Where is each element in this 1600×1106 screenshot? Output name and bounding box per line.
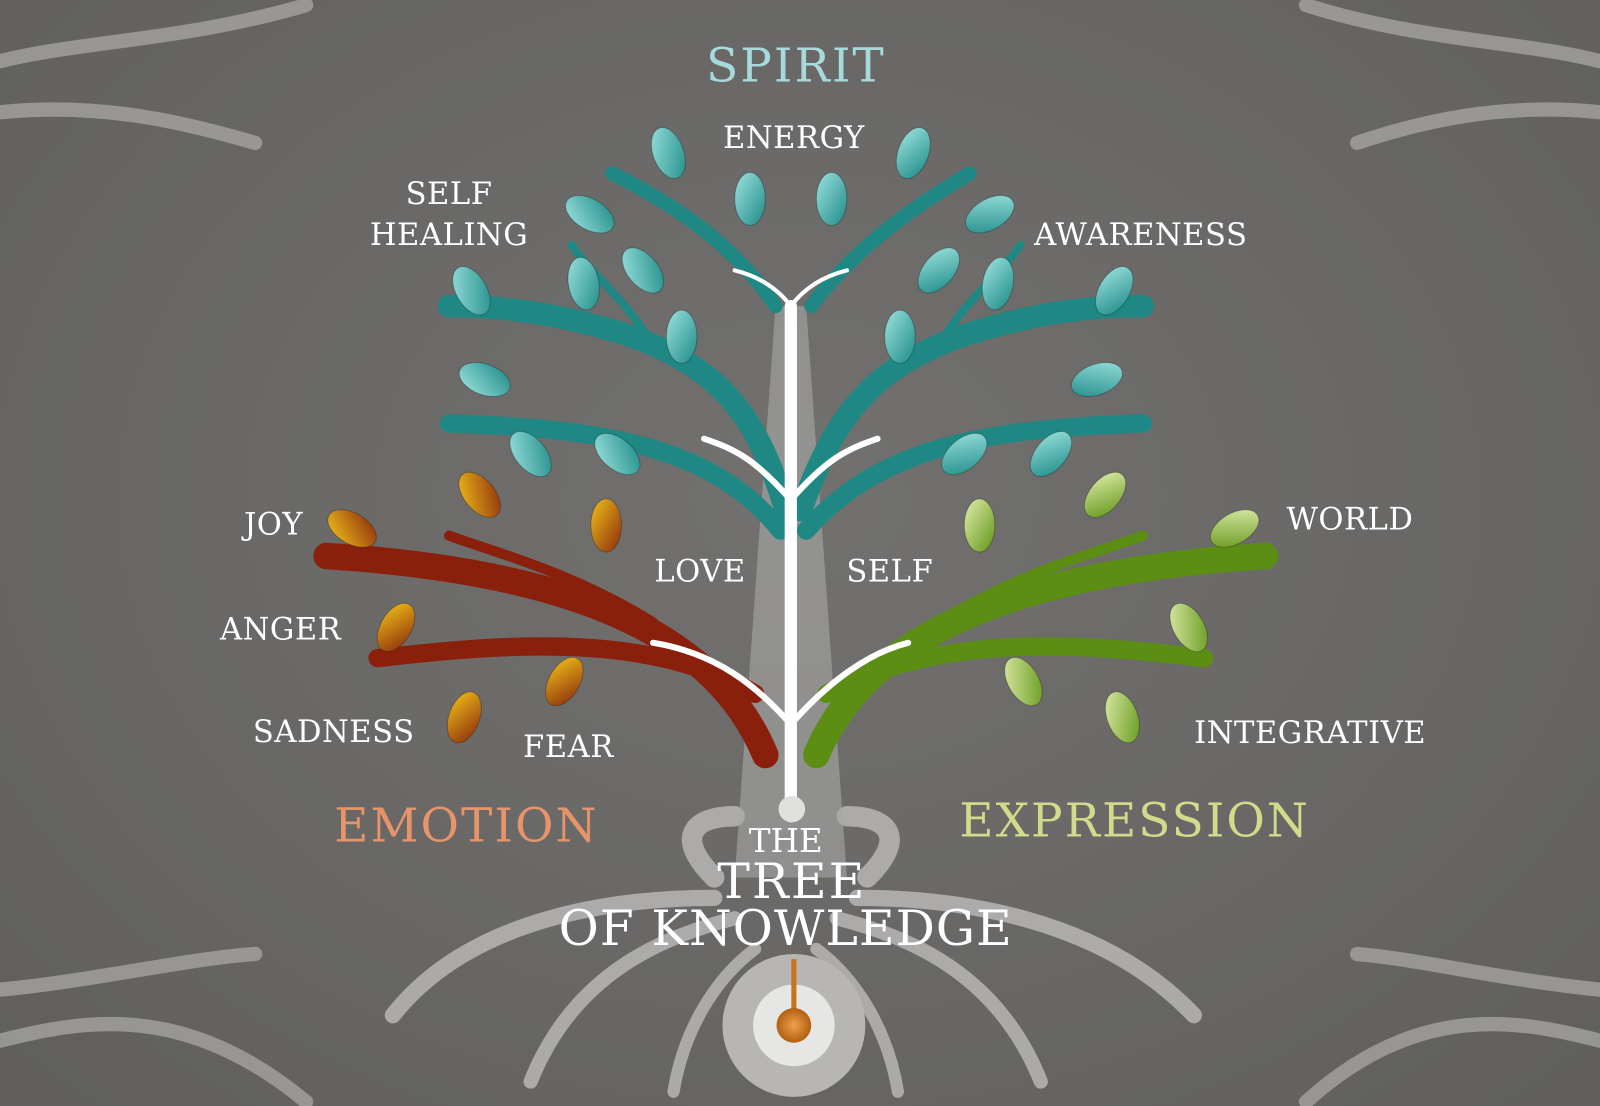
leaf [452,266,491,316]
label-anger: ANGER [219,613,342,648]
leaf [1104,691,1140,744]
leaf [815,171,848,226]
leaf [376,602,416,653]
leaf [327,509,377,548]
leaf [665,309,698,364]
label-self-healing-1: SELF [406,177,493,212]
leaf [941,432,988,476]
leaf [963,498,996,553]
leaf [509,430,552,478]
expression-label: EXPRESSION [959,794,1310,849]
label-world: WORLD [1286,503,1413,538]
label-integrative: INTEGRATIVE [1194,716,1426,751]
spirit-label: SPIRIT [706,39,886,94]
label-energy: ENERGY [723,121,865,156]
leaf [594,432,641,476]
trunk [650,268,912,823]
leaf [621,247,665,294]
leaf [1169,602,1208,653]
label-sadness: SADNESS [253,715,415,750]
leaf [1083,471,1127,518]
seed [776,1008,812,1043]
leaf [884,309,916,364]
leaf [1094,266,1134,316]
expression-branches [803,530,1279,769]
leaf [446,691,482,744]
leaf [567,256,600,311]
label-fear: FEAR [523,730,614,765]
leaf [917,247,960,294]
leaf [895,127,931,180]
trunk-knot [778,795,806,823]
leaf [965,195,1015,234]
leaf [458,362,511,398]
title-line-2: TREE [717,853,866,910]
label-joy: JOY [241,508,303,543]
leaf [590,498,622,553]
emotion-label: EMOTION [334,799,598,854]
leaf [650,127,686,180]
leaves [327,127,1260,744]
leaf [1070,362,1123,398]
branches [313,166,1279,769]
label-self: SELF [846,555,933,590]
leaf [734,171,766,226]
label-awareness: AWARENESS [1033,218,1247,253]
roots [384,806,1202,1098]
leaf [545,656,584,707]
title-line-1: THE [749,822,823,860]
emotion-branches [313,530,779,769]
label-self-healing-2: HEALING [370,218,528,253]
leaf [1004,656,1043,707]
leaf [565,195,615,234]
leaf [981,256,1015,311]
leaf [458,471,501,518]
spirit-branches [437,166,1155,540]
leaf [1209,509,1260,548]
title-line-3: OF KNOWLEDGE [559,900,1013,957]
label-love: LOVE [654,555,745,590]
leaf [1029,430,1073,478]
